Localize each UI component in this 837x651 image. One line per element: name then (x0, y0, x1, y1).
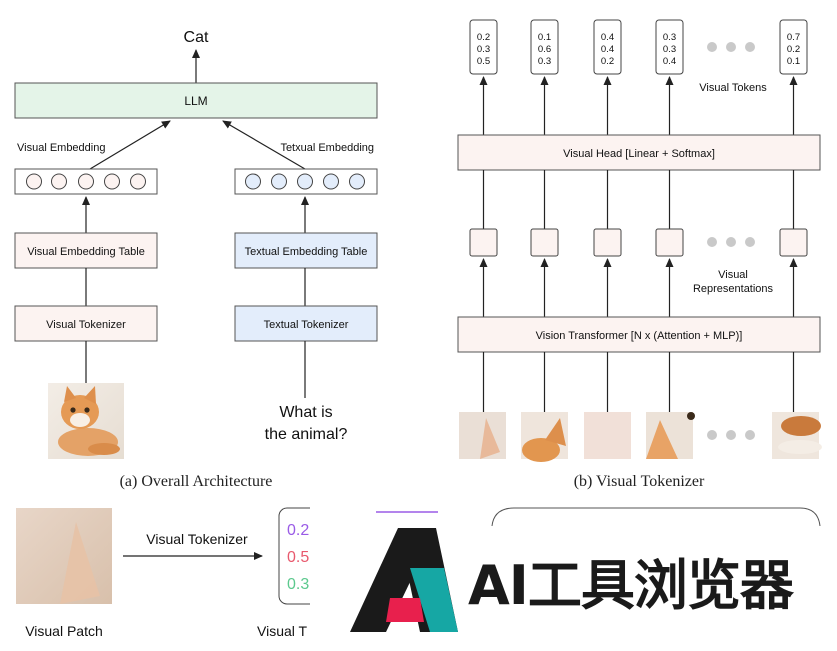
svg-text:0.5: 0.5 (477, 56, 490, 67)
representations-label-2: Representations (693, 283, 774, 295)
textual-embedding-table-label: Textual Embedding Table (245, 246, 368, 258)
visual-head-box (457, 134, 821, 171)
token-box-1: 0.2 0.3 0.5 (469, 19, 498, 75)
ellipsis-dots-representations (707, 237, 755, 247)
visual-tokenizer-box (14, 305, 158, 342)
svg-text:0.1: 0.1 (538, 32, 551, 43)
panel-visual-tokenizer: 0.2 0.3 0.5 0.1 0.6 0.3 0.4 0.4 0.2 0.3 … (457, 19, 822, 490)
textual-tokenizer-label: Textual Tokenizer (264, 319, 349, 331)
representation-box-3 (593, 228, 622, 257)
vision-transformer-box (457, 316, 821, 353)
question-line-2: the animal? (265, 426, 348, 443)
svg-text:0.1: 0.1 (787, 56, 800, 67)
image-patch-4 (646, 412, 695, 459)
svg-text:0.4: 0.4 (601, 32, 614, 43)
image-patch-5 (772, 412, 822, 459)
ai-tools-logo: AI工具浏览器 (350, 528, 796, 632)
svg-text:0.3: 0.3 (477, 44, 490, 55)
visual-embedding-table-label: Visual Embedding Table (27, 246, 145, 258)
visual-embedding-label: Visual Embedding (17, 142, 105, 154)
token-box-2: 0.1 0.6 0.3 (530, 19, 559, 75)
svg-text:0.3: 0.3 (538, 56, 551, 67)
svg-text:0.2: 0.2 (787, 44, 800, 55)
visual-head-label: Visual Head [Linear + Softmax] (563, 148, 715, 160)
panel-overall-architecture: Cat LLM Visual Embedding Tetxual Embeddi… (14, 29, 378, 490)
svg-text:0.2: 0.2 (477, 32, 490, 43)
ellipsis-dots-tokens (707, 42, 755, 52)
token-value-2: 0.5 (287, 549, 309, 566)
svg-text:0.3: 0.3 (663, 32, 676, 43)
textual-embedding-table-box (234, 232, 378, 269)
svg-text:0.4: 0.4 (663, 56, 676, 67)
representation-box-5 (779, 228, 808, 257)
representations-label-1: Visual (718, 269, 748, 281)
token-box-3: 0.4 0.4 0.2 (593, 19, 622, 75)
visual-embedding-table-box (14, 232, 158, 269)
svg-text:0.6: 0.6 (538, 44, 551, 55)
textual-tokenizer-box (234, 305, 378, 342)
representation-box-2 (530, 228, 559, 257)
visual-patch-image (16, 508, 112, 604)
svg-text:0.7: 0.7 (787, 32, 800, 43)
image-patch-3 (584, 412, 631, 459)
watermark-text: AI工具浏览器 (468, 554, 795, 617)
caption-overall-architecture: (a) Overall Architecture (120, 473, 273, 490)
visual-tokenizer-label: Visual Tokenizer (46, 319, 126, 331)
cat-photo-icon (48, 383, 124, 459)
llm-label: LLM (184, 94, 207, 108)
svg-text:0.4: 0.4 (601, 44, 614, 55)
visual-tokens-label: Visual Tokens (699, 82, 767, 94)
image-patch-2 (521, 412, 568, 462)
logo-mark-icon (350, 528, 458, 632)
token-value-3: 0.3 (287, 576, 309, 593)
visual-embedding-vector (14, 168, 158, 195)
representation-box-1 (469, 228, 498, 257)
token-value-1: 0.2 (287, 522, 309, 539)
llm-box (14, 82, 378, 119)
image-patch-1 (459, 412, 506, 459)
visual-patch-label: Visual Patch (25, 623, 103, 639)
ellipsis-dots-patches (707, 430, 755, 440)
visual-tokenizer-arrow-label: Visual Tokenizer (146, 531, 248, 547)
question-line-1: What is (279, 404, 332, 421)
textual-embedding-vector (234, 168, 378, 195)
caption-visual-tokenizer: (b) Visual Tokenizer (574, 473, 705, 490)
token-box-5: 0.7 0.2 0.1 (779, 19, 808, 75)
representation-box-4 (655, 228, 684, 257)
visual-token-label: Visual T (257, 623, 308, 639)
vision-transformer-label: Vision Transformer [N x (Attention + MLP… (536, 330, 743, 342)
svg-text:0.2: 0.2 (601, 56, 614, 67)
token-box-4: 0.3 0.3 0.4 (655, 19, 684, 75)
svg-text:0.3: 0.3 (663, 44, 676, 55)
panel-patch-tokenization: Visual Patch Visual Tokenizer 0.2 0.5 0.… (16, 497, 837, 651)
textual-embedding-label: Tetxual Embedding (280, 142, 374, 154)
output-label: Cat (184, 29, 209, 46)
